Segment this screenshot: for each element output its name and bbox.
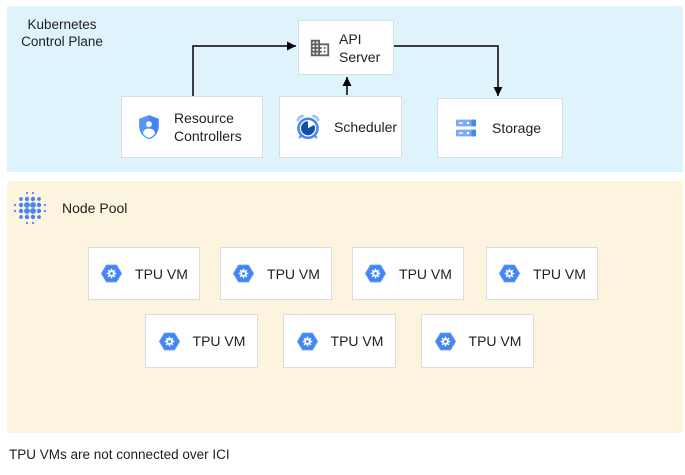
dot-matrix-icon — [13, 191, 47, 225]
hexagon-gear-icon — [158, 332, 180, 350]
storage-node: Storage — [437, 98, 563, 158]
tpu-vm-node: TPU VM — [220, 247, 332, 300]
node-pool-title: Node Pool — [62, 200, 128, 216]
tpu-vm-node: TPU VM — [486, 247, 598, 300]
api-server-label: API Server — [339, 30, 381, 65]
hexagon-gear-icon — [498, 264, 521, 283]
resource-controllers-node: Resource Controllers — [121, 96, 263, 158]
control-plane-title-line2: Control Plane — [21, 34, 103, 49]
tpu-vm-label: TPU VM — [533, 265, 586, 282]
tpu-vm-label: TPU VM — [135, 265, 188, 282]
hexagon-gear-icon — [434, 332, 456, 350]
hexagon-gear-icon — [364, 264, 387, 283]
alarm-clock-icon — [296, 114, 320, 139]
tpu-vm-node: TPU VM — [352, 247, 464, 300]
api-server-node: API Server — [298, 20, 394, 75]
shield-person-icon — [139, 115, 159, 140]
tpu-vm-label: TPU VM — [330, 333, 384, 349]
node-pool-region — [7, 181, 683, 433]
diagram-caption: TPU VMs are not connected over ICI — [9, 447, 230, 462]
scheduler-node: Scheduler — [279, 96, 402, 158]
control-plane-title-line1: Kubernetes — [27, 17, 97, 32]
tpu-vm-label: TPU VM — [399, 265, 452, 282]
tpu-vm-node: TPU VM — [421, 314, 534, 368]
tpu-vm-node: TPU VM — [283, 314, 396, 368]
tpu-vm-label: TPU VM — [267, 265, 320, 282]
tpu-vm-label: TPU VM — [468, 333, 522, 349]
tpu-vm-label: TPU VM — [192, 333, 246, 349]
hexagon-gear-icon — [100, 264, 123, 283]
tpu-vm-node: TPU VM — [145, 314, 258, 368]
hexagon-gear-icon — [232, 264, 255, 283]
building-icon — [310, 39, 330, 56]
scheduler-label: Scheduler — [334, 119, 398, 135]
hexagon-gear-icon — [296, 332, 318, 350]
control-plane-title: Kubernetes Control Plane — [10, 16, 114, 50]
tpu-vm-node: TPU VM — [88, 247, 200, 300]
server-stack-icon — [456, 119, 476, 137]
resource-controllers-label: Resource Controllers — [174, 110, 242, 144]
storage-label: Storage — [492, 120, 542, 136]
